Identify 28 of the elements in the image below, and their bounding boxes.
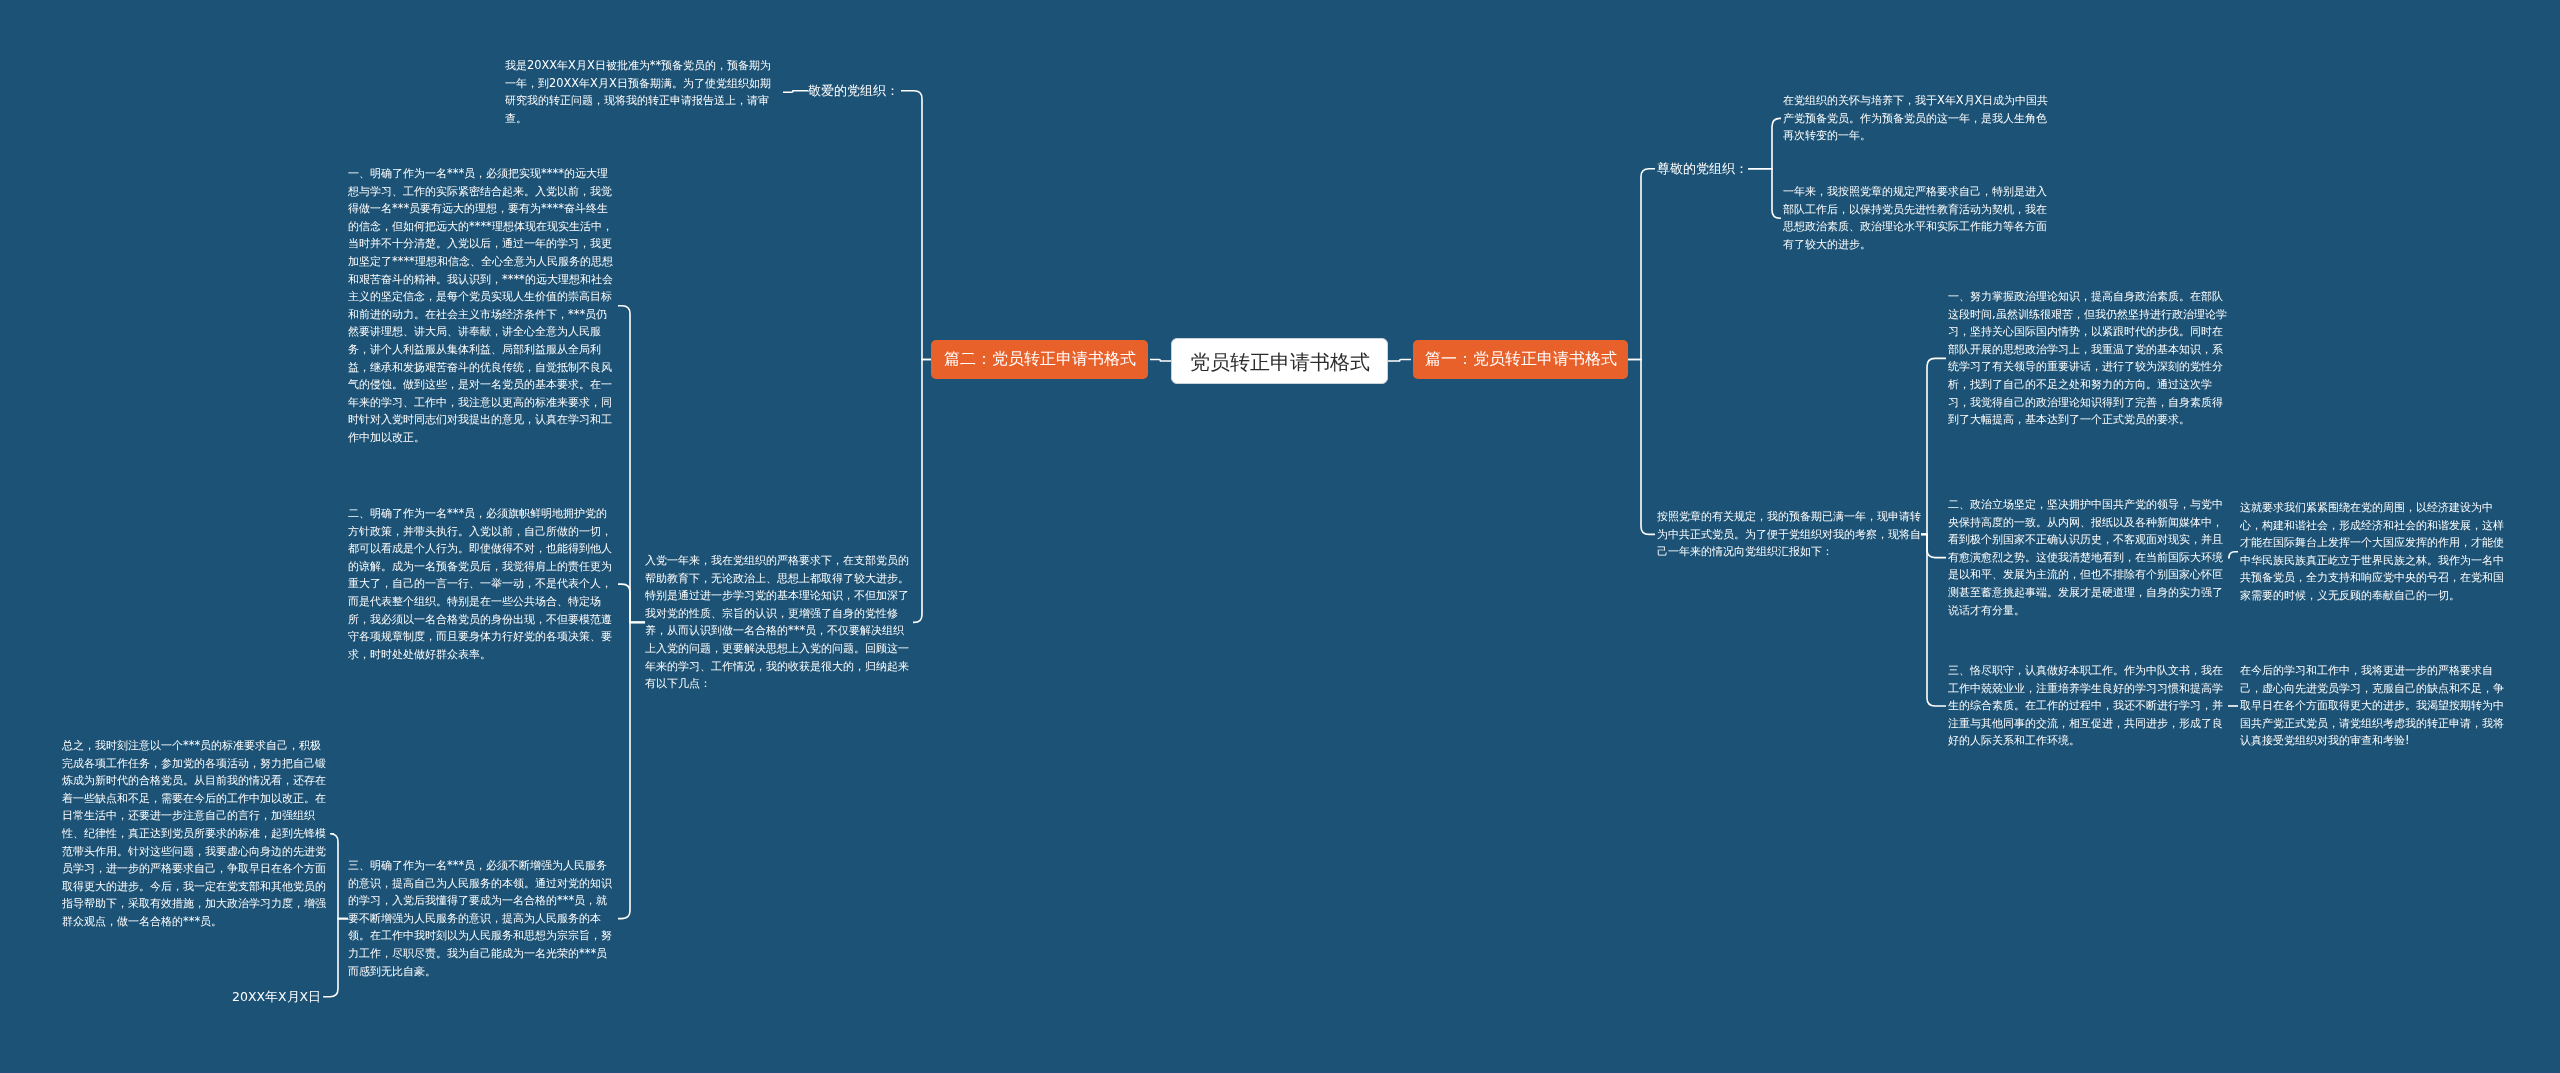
topic-text: 在党组织的关怀与培养下，我于X年X月X日成为中国共产党预备党员。作为预备党员的这一年，是我人生角色再次转变的一年。 xyxy=(1783,92,2057,145)
connector-line xyxy=(617,621,646,920)
connector-line xyxy=(1747,168,1782,219)
topic-text: 敬爱的党组织： xyxy=(808,82,899,100)
connector-line xyxy=(2227,705,2239,707)
topic-text: 一、明确了作为一名***员，必须把实现****的远大理想与学习、工作的实际紧密结合起来。入党以前，我觉得做一名***员要有远大的理想，要有为****奋斗终生的信念，但如何把远大的****理想体现在现实生活中，当时并不十分清楚。入党以后，通过一年的学习，我更加坚定了****理想和信念、全心全意为人民服务的思想和艰苦奋斗的精神。我认识到，****的远大理想和社会主义的坚定信念，是每个党员实现人生价值的崇高目标和前进的动力。在社会主义市场经济条件下，***员仍然要讲理想、讲大局、讲奉献，讲全心全意为人民服务，讲个人利益服从集体利益、局部利益服从全局利益，继承和发扬艰苦奋斗的优良传统，自觉抵制不良风气的侵蚀。做到这些，是对一名党员的基本要求。在一年来的学习、工作中，我注意以更高的标准来要求，同时针对入党时同志们对我提出的意见，认真在学习和工作中加以改正。 xyxy=(348,165,616,447)
topic-text: 这就要求我们紧紧围绕在党的周围，以经济建设为中心，构建和谐社会，形成经济和社会的和谐发展，这样才能在国际舞台上发挥一个大国应发挥的作用，才能使中华民族民族真正屹立于世界民族之林。我作为一名中共预备党员，全力支持和响应党中央的号召，在党和国家需要的时候，义无反顾的奉献自己的一切。 xyxy=(2240,499,2514,605)
connector-line xyxy=(912,358,932,624)
topic-text: 入党一年来，我在党组织的严格要求下，在支部党员的帮助教育下，无论政治上、思想上都取得了较大进步。特别是通过进一步学习党的基本理论知识，不但加深了我对党的性质、宗旨的认识，更增强了自身的党性修养，从而认识到做一名合格的***员，不仅要解决组织上入党的问题，更要解决思想上入党的问题。回顾这一年来的学习、工作情况，我的收获是很大的，归纳起来有以下几点： xyxy=(645,552,911,693)
topic-text: 一、努力掌握政治理论知识，提高自身政治素质。在部队这段时间,虽然训练很艰苦，但我仍然坚持进行政治理论学习，坚持关心国际国内情势，以紧跟时代的步伐。同时在部队开展的思想政治学习上，我重温了党的基本知识，系统学习了有关领导的重要讲话，进行了较为深刻的党性分析，找到了自己的不足之处和努力的方向。通过这次学习，我觉得自己的政治理论知识得到了完善，自身素质得到了大幅提高，基本达到了一个正式党员的要求。 xyxy=(1948,288,2228,429)
topic-text: 在今后的学习和工作中，我将更进一步的严格要求自己，虚心向先进党员学习，克服自己的缺点和不足，争取早日在各个方面取得更大的进步。我渴望按期转为中国共产党正式党员，请党组织考虑我的转正申请，我将认真接受党组织对我的审查和考验! xyxy=(2240,662,2514,750)
topic-text: 二、明确了作为一名***员，必须旗帜鲜明地拥护党的方针政策，并带头执行。入党以前，自己所做的一切，都可以看成是个人行为。即使做得不对，也能得到他人的谅解。成为一名预备党员后，我觉得肩上的责任更为重大了，自己的一言一行、一举一动，不是代表个人，而是代表整个组织。特别是在一些公共场合、特定场所，我必须以一名合格党员的身份出现，不但要模范遵守各项规章制度，而且要身体力行好党的各项决策、要求，时时处处做好群众表率。 xyxy=(348,505,616,664)
topic-text: 按照党章的有关规定，我的预备期已满一年，现申请转为中共正式党员。为了便于党组织对我的考察，现将自己一年来的情况向党组织汇报如下： xyxy=(1657,508,1921,561)
topic-text: 三、恪尽职守，认真做好本职工作。作为中队文书，我在工作中兢兢业业，注重培养学生良好的学习习惯和提高学生的综合素质。在工作的过程中，我还不断进行学习，并注重与其他同事的交流，相互促进，共同进步，形成了良好的人际关系和工作环境。 xyxy=(1948,662,2228,750)
connector-line xyxy=(1149,358,1172,362)
branch-topic-box: 篇一：党员转正申请书格式 xyxy=(1413,340,1628,379)
central-topic-box: 党员转正申请书格式 xyxy=(1171,338,1388,384)
topic-text: 20XX年X月X日 xyxy=(232,988,322,1006)
connector-line xyxy=(1387,358,1412,362)
topic-text: 一年来，我按照党章的规定严格要求自己，特别是进入部队工作后，以保持党员先进性教育活动为契机，我在思想政治素质、政治理论水平和实际工作能力等各方面有了较大的进步。 xyxy=(1783,183,2057,254)
connector-line xyxy=(782,90,809,93)
connector-line xyxy=(2227,551,2239,559)
topic-text: 三、明确了作为一名***员，必须不断增强为人民服务的意识，提高自己为人民服务的本领。通过对党的知识的学习，入党后我懂得了要成为一名合格的***员，就要不断增强为人民服务的意识，提高为人民服务的本领。在工作中我时刻以为人民服务和思想为宗宗旨，努力工作，尽职尽责。我为自己能成为一名光荣的***员而感到无比自豪。 xyxy=(348,857,616,981)
topic-text: 总之，我时刻注意以一个***员的标准要求自己，积极完成各项工作任务，参加党的各项活动，努力把自己锻炼成为新时代的合格党员。从目前我的情况看，还存在着一些缺点和不足，需要在今后的工作中加以改正。在日常生活中，还要进一步注意自己的言行，加强组织性、纪律性，真正达到党员所要求的标准，起到先锋模范带头作用。针对这些问题，我要虚心向身边的先进党员学习，进一步的严格要求自己，争取早日在各个方面取得更大的进步。今后，我一定在党支部和其他党员的指导帮助下，采取有效措施，加大政治学习力度，增强群众观点，做一名合格的***员。 xyxy=(62,737,332,931)
topic-text: 二、政治立场坚定，坚决拥护中国共产党的领导，与党中央保持高度的一致。从内网、报纸以及各种新闻媒体中，看到极个别国家不正确认识历史，不客观面对现实，并且有愈演愈烈之势。这使我清楚地看到，在当前国际大环境是以和平、发展为主流的，但也不排除有个别国家心怀叵测甚至蓄意挑起事端。发展才是硬道理，自身的实力强了说话才有分量。 xyxy=(1948,496,2228,620)
topic-text: 我是20XX年X月X日被批准为**预备党员的，预备期为一年，到20XX年X月X日预备期满。为了使党组织如期研究我的转正问题，现将我的转正申请报告送上，请审查。 xyxy=(505,57,781,128)
topic-text: 尊敬的党组织： xyxy=(1657,160,1748,178)
branch-topic-box: 篇二：党员转正申请书格式 xyxy=(931,340,1148,379)
